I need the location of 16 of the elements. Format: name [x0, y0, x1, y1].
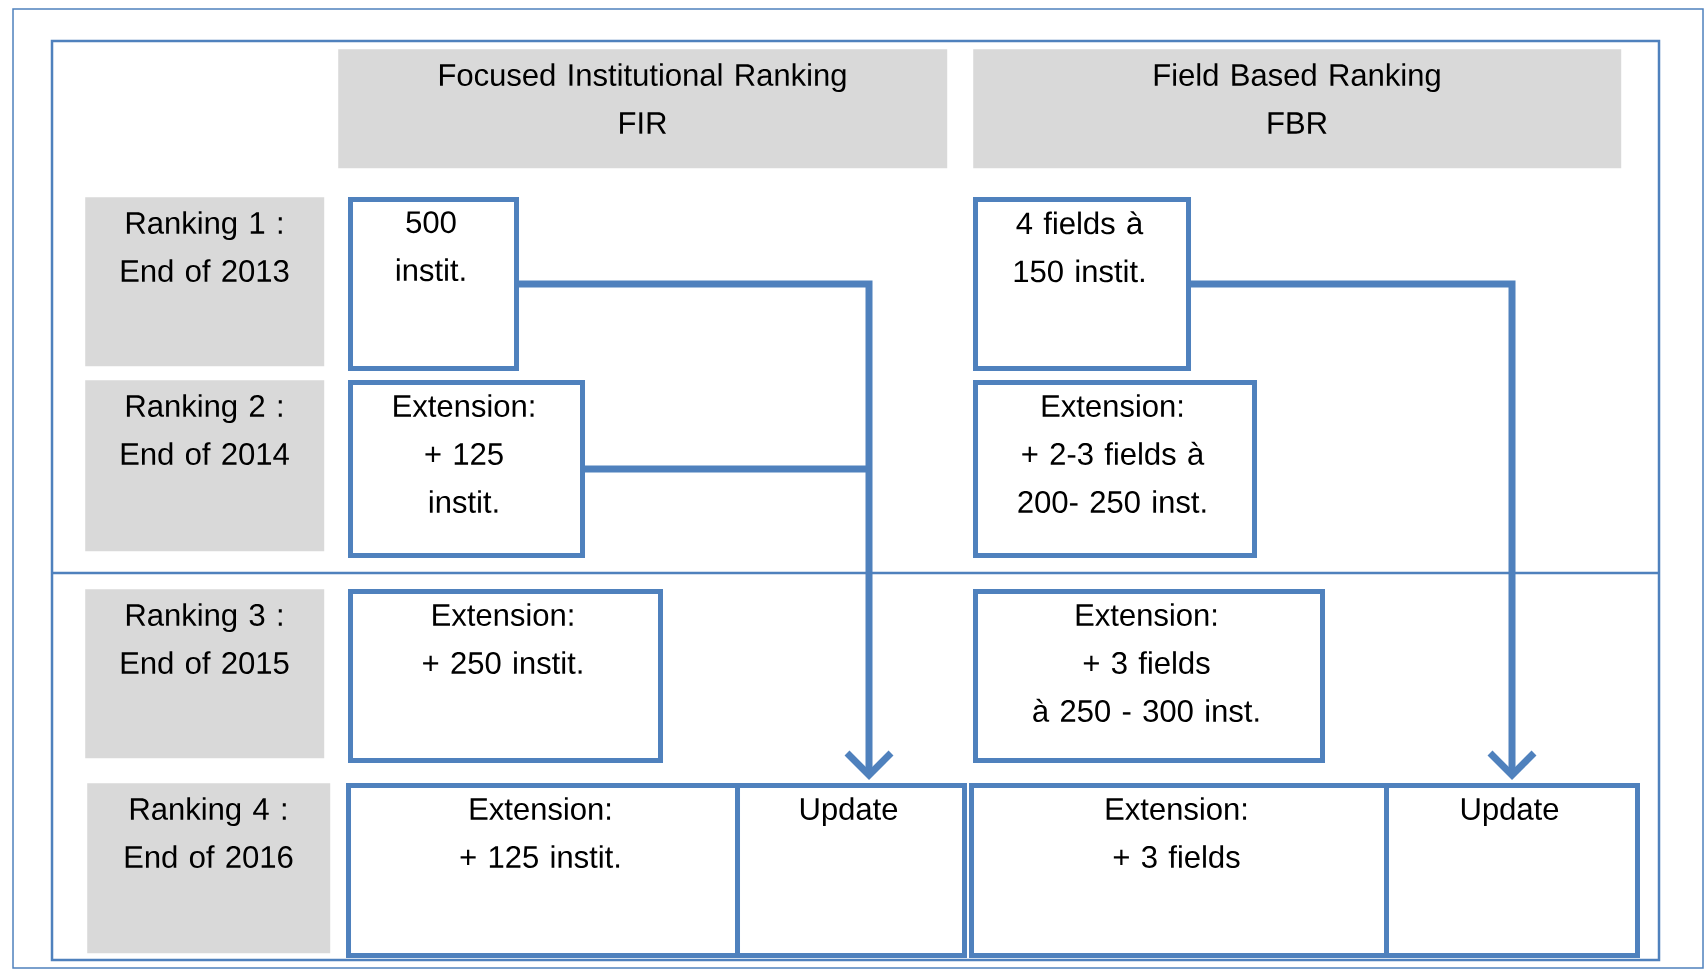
row-label: Ranking 1 : End of 2013: [85, 197, 325, 367]
ranking-box: 500 instit.: [348, 197, 519, 371]
column-header: Field Based Ranking FBR: [973, 49, 1622, 169]
ranking-box: Extension: + 3 fields à 250 - 300 inst.: [973, 589, 1325, 763]
update-box: Update: [1384, 783, 1640, 958]
ranking-box: Extension: + 250 instit.: [348, 589, 663, 763]
ranking-box: Extension: + 125 instit.: [346, 783, 740, 958]
row-label: Ranking 4 : End of 2016: [87, 783, 331, 954]
ranking-box: Extension: + 3 fields: [969, 783, 1389, 958]
ranking-box: Extension: + 2-3 fields à 200- 250 inst.: [973, 380, 1257, 558]
update-box: Update: [735, 783, 967, 958]
row-label: Ranking 2 : End of 2014: [85, 380, 325, 552]
column-header: Focused Institutional Ranking FIR: [338, 49, 948, 169]
row-label: Ranking 3 : End of 2015: [85, 589, 325, 759]
ranking-box: 4 fields à 150 instit.: [973, 197, 1191, 371]
ranking-box: Extension: + 125 instit.: [348, 380, 585, 558]
